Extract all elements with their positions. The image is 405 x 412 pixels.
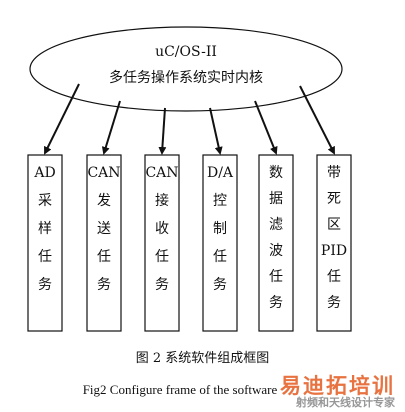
arrow [44, 83, 80, 155]
arrow-group [44, 83, 335, 155]
task-label-char: 据 [269, 191, 283, 207]
task-box [258, 154, 294, 332]
task-label-char: 务 [155, 277, 169, 293]
task-label-char: 务 [97, 277, 111, 293]
watermark-title: 易迪拓培训 [280, 374, 395, 398]
task-box [202, 154, 238, 332]
watermark-subtitle: 射频和天线设计专家 [296, 396, 395, 409]
task-label-char: 滤 [269, 217, 283, 233]
arrow [254, 100, 278, 155]
task-label-char: 数 [269, 165, 283, 181]
figure-caption-chinese: 图 2 系统软件组成框图 [135, 351, 270, 366]
task-label-char: 任 [269, 269, 283, 285]
figure-caption-english: Fig2 Configure frame of the software [82, 382, 278, 397]
task-label-char: 任 [155, 249, 169, 265]
arrow [299, 85, 335, 155]
task-label-char: 收 [155, 221, 169, 237]
task-label-char: 务 [327, 295, 341, 311]
task-label-char: 采 [38, 193, 52, 209]
task-label-char: 接 [155, 192, 169, 209]
arrow [158, 107, 167, 155]
task-label-char: CAN [87, 165, 120, 181]
task-label-char: D/A [207, 165, 234, 181]
task-label-char: 务 [38, 277, 52, 293]
task-label-char: 务 [213, 277, 227, 293]
kernel-ellipse [29, 26, 343, 112]
task-label-char: 带 [327, 165, 341, 181]
task-label-char: 发 [97, 193, 111, 209]
task-label-char: 样 [38, 221, 52, 237]
task-label-char: 任 [38, 249, 52, 265]
task-label-char: 波 [269, 243, 283, 259]
task-box [144, 154, 180, 332]
task-label-char: 区 [327, 217, 341, 233]
task-box [27, 154, 63, 332]
task-label-char: 死 [327, 191, 341, 207]
task-label-char: 控 [213, 193, 227, 209]
task-label-char: AD [33, 165, 55, 181]
task-label-char: CAN [145, 165, 178, 181]
task-box-group: AD采样任务CAN发送任务CAN接收任务D/A控制任务数据滤波任务带死区PID任… [27, 154, 352, 332]
task-label-char: 任 [213, 249, 227, 265]
task-label-char: 务 [269, 295, 283, 311]
arrow [101, 100, 121, 155]
software-structure-diagram: uC/OS-II 多任务操作系统实时内核 AD采样任务CAN发送任务CAN接收任… [27, 26, 352, 332]
task-label-char: 任 [97, 249, 111, 265]
task-label-char: 制 [213, 221, 227, 237]
kernel-subtitle: 多任务操作系统实时内核 [109, 69, 263, 86]
task-label-char: PID [321, 243, 347, 259]
watermark-logo: 易迪拓培训 射频和天线设计专家 [249, 370, 399, 410]
task-label-char: 任 [327, 269, 341, 285]
task-box [86, 154, 122, 332]
task-box [316, 154, 352, 332]
kernel-title: uC/OS-II [155, 44, 217, 60]
task-label-char: 送 [97, 221, 111, 237]
arrow [209, 107, 223, 155]
